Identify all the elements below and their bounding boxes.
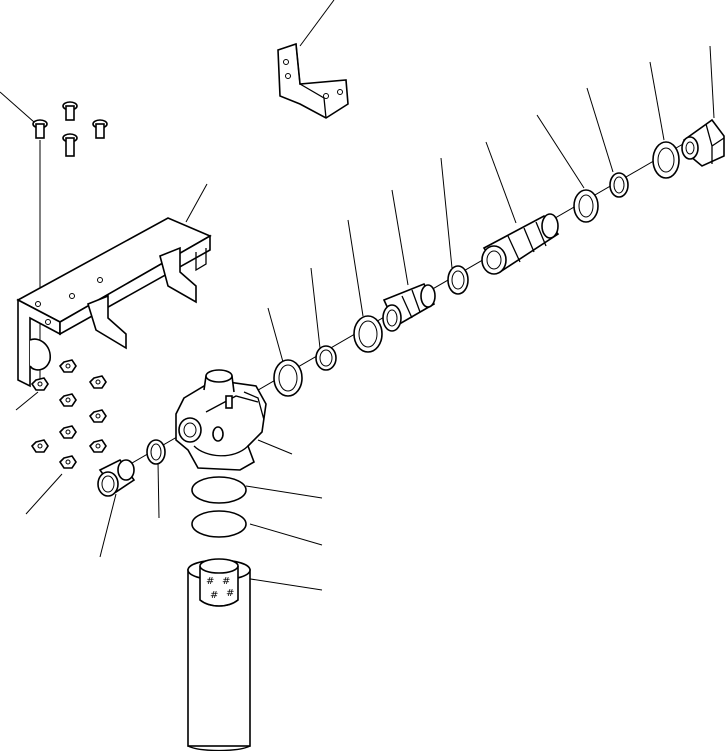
hex-fitting [681, 118, 725, 167]
svg-text:#: # [226, 588, 234, 599]
nut [88, 409, 107, 423]
bolt [92, 119, 108, 139]
bolt [62, 133, 78, 157]
nut [58, 359, 77, 373]
nut [30, 377, 49, 391]
nut [58, 425, 77, 439]
nut [30, 439, 49, 453]
filter-head [175, 369, 267, 471]
bolt-group [32, 101, 108, 157]
nut [88, 439, 107, 453]
washer [273, 359, 303, 397]
bolt [62, 101, 78, 121]
bolt [32, 119, 48, 139]
nut [58, 455, 77, 469]
fitting-left [97, 458, 136, 497]
o-ring [609, 172, 629, 198]
mounting-bracket [16, 217, 212, 388]
gasket [191, 476, 247, 504]
svg-text:#: # [210, 590, 218, 601]
svg-text:#: # [206, 576, 214, 587]
o-ring-left [146, 439, 166, 465]
small-bracket [277, 42, 349, 119]
gasket [191, 510, 247, 538]
filter-element: # # # # [187, 558, 251, 751]
washer [652, 141, 680, 179]
adapter [382, 282, 436, 332]
washer [353, 315, 383, 353]
o-ring [315, 345, 337, 371]
valve-body [481, 213, 560, 275]
nut-group [30, 359, 107, 469]
o-ring [447, 265, 469, 295]
nut [58, 393, 77, 407]
washer [573, 189, 599, 223]
nut [88, 375, 107, 389]
svg-text:#: # [222, 576, 230, 587]
